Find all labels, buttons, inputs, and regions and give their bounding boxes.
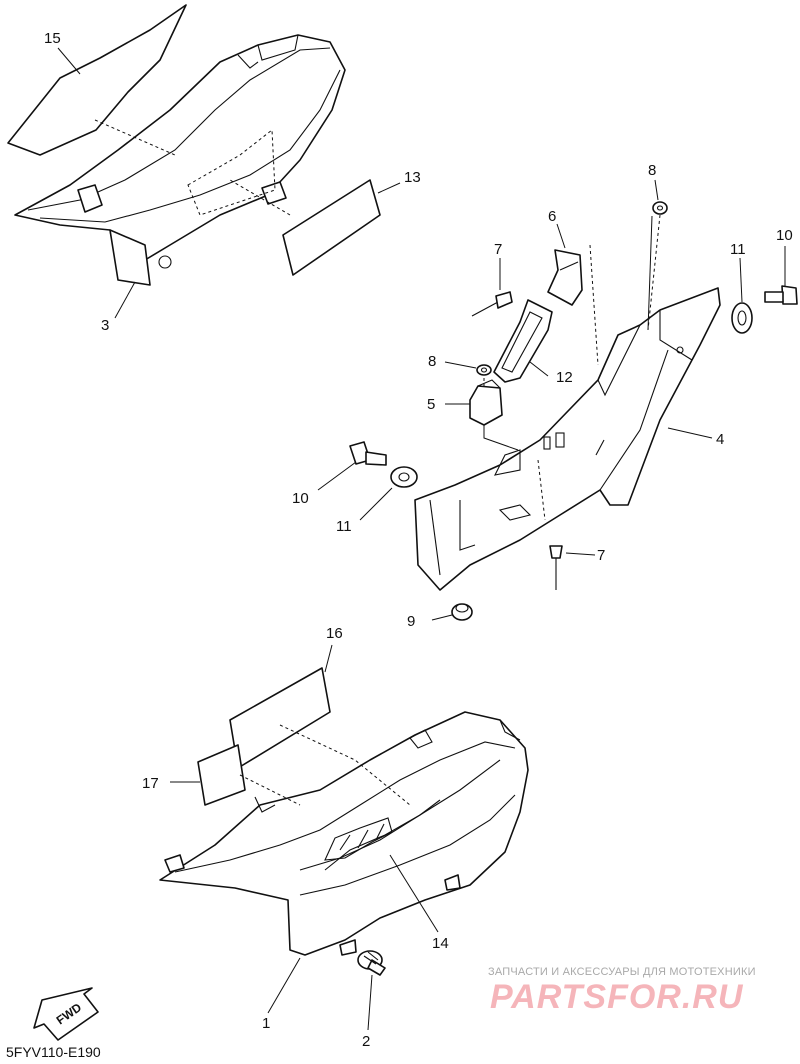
fwd-arrow-icon: FWD xyxy=(33,987,99,1041)
callout-10-upper: 10 xyxy=(776,227,793,244)
diagram-code: 5FYV110-E190 xyxy=(6,1044,101,1059)
part-2-screw xyxy=(357,950,386,976)
part-4-bracket xyxy=(414,287,721,591)
part-7-rivet-upper xyxy=(471,291,513,317)
watermark-tagline: ЗАПЧАСТИ И АКСЕССУАРЫ ДЛЯ МОТОТЕХНИКИ xyxy=(488,966,756,978)
callout-17: 17 xyxy=(142,775,159,792)
part-3-side-cover xyxy=(14,34,346,286)
part-7-rivet-lower xyxy=(549,545,563,590)
part-14-emblem xyxy=(324,817,393,861)
part-10-bolt-left xyxy=(349,441,387,466)
part-1-side-cover xyxy=(159,711,529,956)
callout-11-upper: 11 xyxy=(730,241,746,258)
part-12-strap xyxy=(493,299,553,383)
callout-7-upper: 7 xyxy=(494,241,502,258)
part-11-grommet-right xyxy=(731,302,753,334)
callout-6: 6 xyxy=(548,208,556,225)
part-8-washer-upper xyxy=(652,201,668,215)
callout-12: 12 xyxy=(556,369,573,386)
watermark-brand: PARTSFOR.RU xyxy=(490,978,744,1016)
callout-8-upper: 8 xyxy=(648,162,656,179)
watermark: ЗАПЧАСТИ И АКСЕССУАРЫ ДЛЯ МОТОТЕХНИКИ PA… xyxy=(488,966,756,1016)
part-5-clip xyxy=(469,379,503,426)
callout-4: 4 xyxy=(716,431,724,448)
callout-1: 1 xyxy=(262,1015,270,1032)
callout-labels: 15 3 13 6 7 8 11 10 12 8 5 4 10 11 7 9 1… xyxy=(44,30,793,1050)
part-13-decal xyxy=(282,179,381,276)
callout-14: 14 xyxy=(432,935,449,952)
callout-3: 3 xyxy=(101,317,109,334)
callout-10-lower: 10 xyxy=(292,490,309,507)
callout-13: 13 xyxy=(404,169,421,186)
part-17-decal xyxy=(197,744,246,806)
callout-7-lower: 7 xyxy=(597,547,605,564)
part-15-decal xyxy=(7,4,187,156)
callout-9: 9 xyxy=(407,613,415,630)
part-9-damper xyxy=(451,603,473,621)
callout-8-lower: 8 xyxy=(428,353,436,370)
leader-lines xyxy=(57,47,786,1031)
part-11-grommet-left xyxy=(390,466,418,488)
part-10-bolt-right xyxy=(764,285,798,305)
part-6-clip xyxy=(547,249,583,306)
part-16-decal xyxy=(229,667,331,769)
callout-11-lower: 11 xyxy=(336,518,352,535)
callout-16: 16 xyxy=(326,625,343,642)
part-8-washer-lower xyxy=(476,364,492,376)
callout-5: 5 xyxy=(427,396,435,413)
callout-15: 15 xyxy=(44,30,61,47)
callout-2: 2 xyxy=(362,1033,370,1050)
